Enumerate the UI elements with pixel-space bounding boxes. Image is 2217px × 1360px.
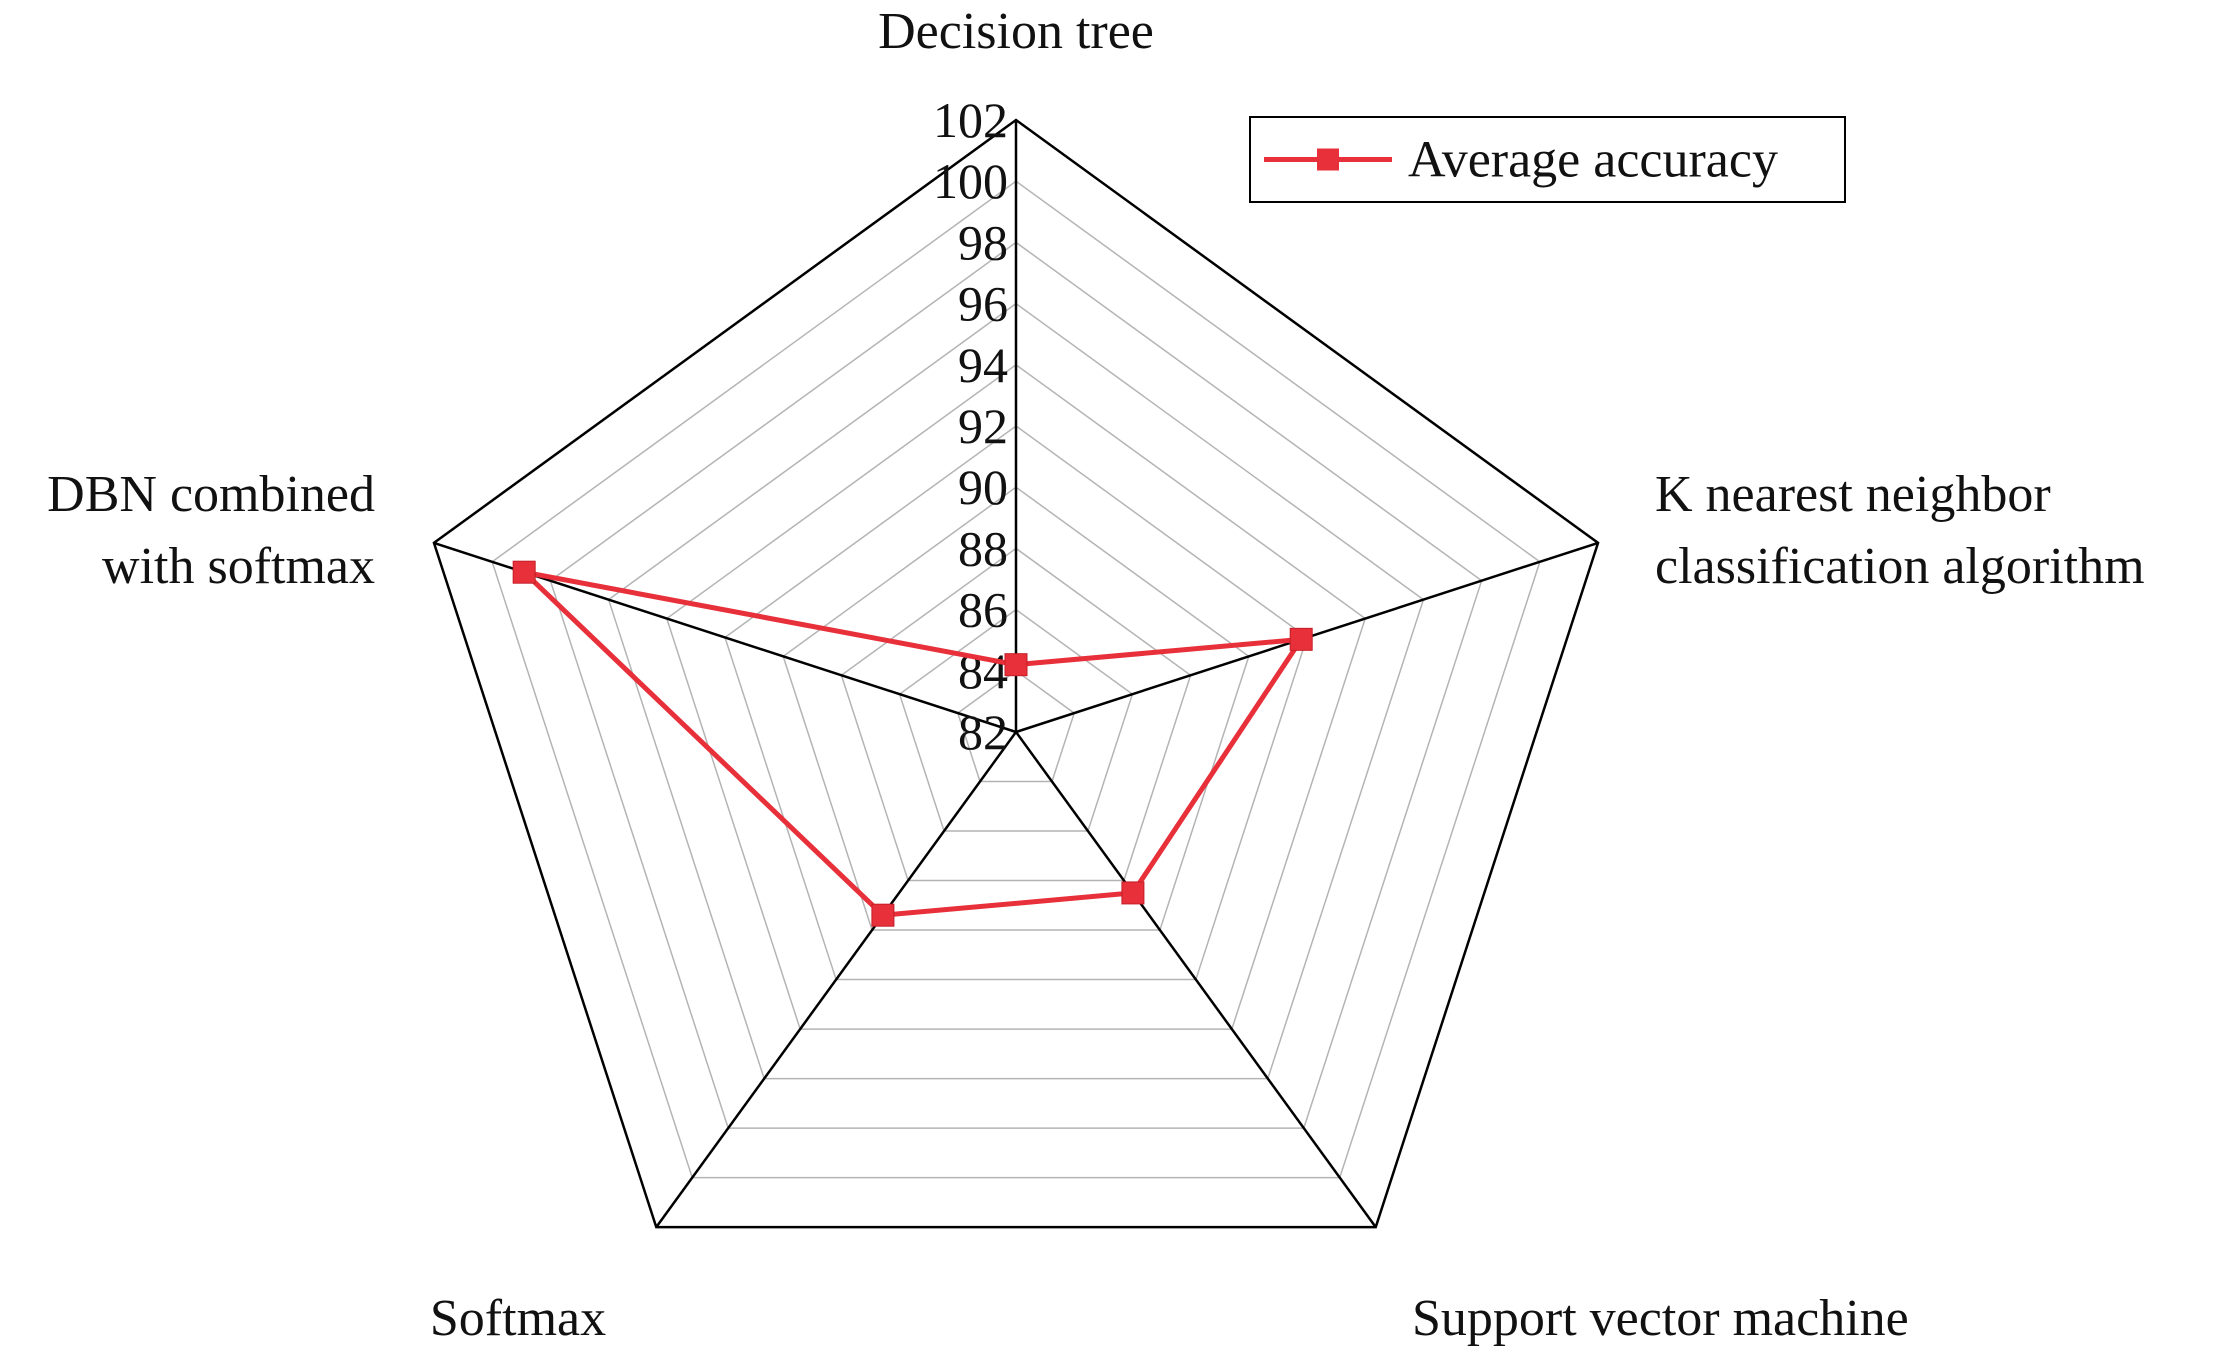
- grid-polygon: [665, 363, 1367, 1030]
- category-label-layer: Decision tree K nearest neighbor classific…: [47, 3, 2144, 1347]
- category-label-line: DBN combined: [47, 466, 375, 523]
- category-label-line: K nearest neighbor: [1655, 466, 2051, 523]
- tick-label: 100: [933, 153, 1008, 209]
- tick-label: 90: [958, 459, 1008, 515]
- axis-spoke: [1014, 731, 1377, 1228]
- tick-label: 88: [958, 520, 1008, 576]
- tick-label: 82: [958, 704, 1008, 760]
- category-label-line: with softmax: [102, 538, 375, 595]
- grid-polygon: [956, 669, 1076, 783]
- data-point-marker: [512, 560, 536, 584]
- series-line: [521, 569, 1304, 918]
- tick-label: 102: [933, 92, 1008, 148]
- category-label: Support vector machine: [1412, 1290, 1909, 1347]
- tick-label: 98: [958, 214, 1008, 270]
- grid-polygon: [549, 241, 1483, 1129]
- series-layer: [512, 560, 1313, 927]
- category-label-line: Decision tree: [878, 3, 1154, 60]
- tick-label: 92: [958, 398, 1008, 454]
- category-label: K nearest neighbor classification algorit…: [1655, 466, 2145, 595]
- grid-polygon: [724, 425, 1308, 981]
- tick-label: 96: [958, 276, 1008, 332]
- grid-layer: [432, 118, 1600, 1229]
- legend-marker: [1317, 148, 1339, 171]
- legend-label: Average accuracy: [1408, 132, 1778, 189]
- tick-label: 84: [958, 643, 1008, 699]
- grid-polygon: [607, 302, 1425, 1080]
- category-label: Decision tree: [878, 3, 1154, 60]
- legend: Average accuracy: [1249, 116, 1846, 203]
- data-point-marker: [871, 903, 895, 927]
- category-label: Softmax: [430, 1290, 606, 1347]
- category-label-line: Softmax: [430, 1290, 606, 1347]
- tick-label: 94: [958, 337, 1008, 393]
- data-point-marker: [1289, 627, 1313, 651]
- data-point-marker: [1004, 653, 1028, 677]
- tick-label: 86: [958, 582, 1008, 638]
- grid-outer-polygon: [432, 118, 1600, 1229]
- category-label-line: classification algorithm: [1655, 538, 2145, 595]
- grid-polygon: [491, 180, 1541, 1179]
- axis-spoke: [655, 731, 1018, 1228]
- category-label: DBN combined with softmax: [47, 466, 375, 595]
- data-point-marker: [1121, 881, 1145, 905]
- category-label-line: Support vector machine: [1412, 1290, 1909, 1347]
- grid-polygon: [898, 608, 1134, 832]
